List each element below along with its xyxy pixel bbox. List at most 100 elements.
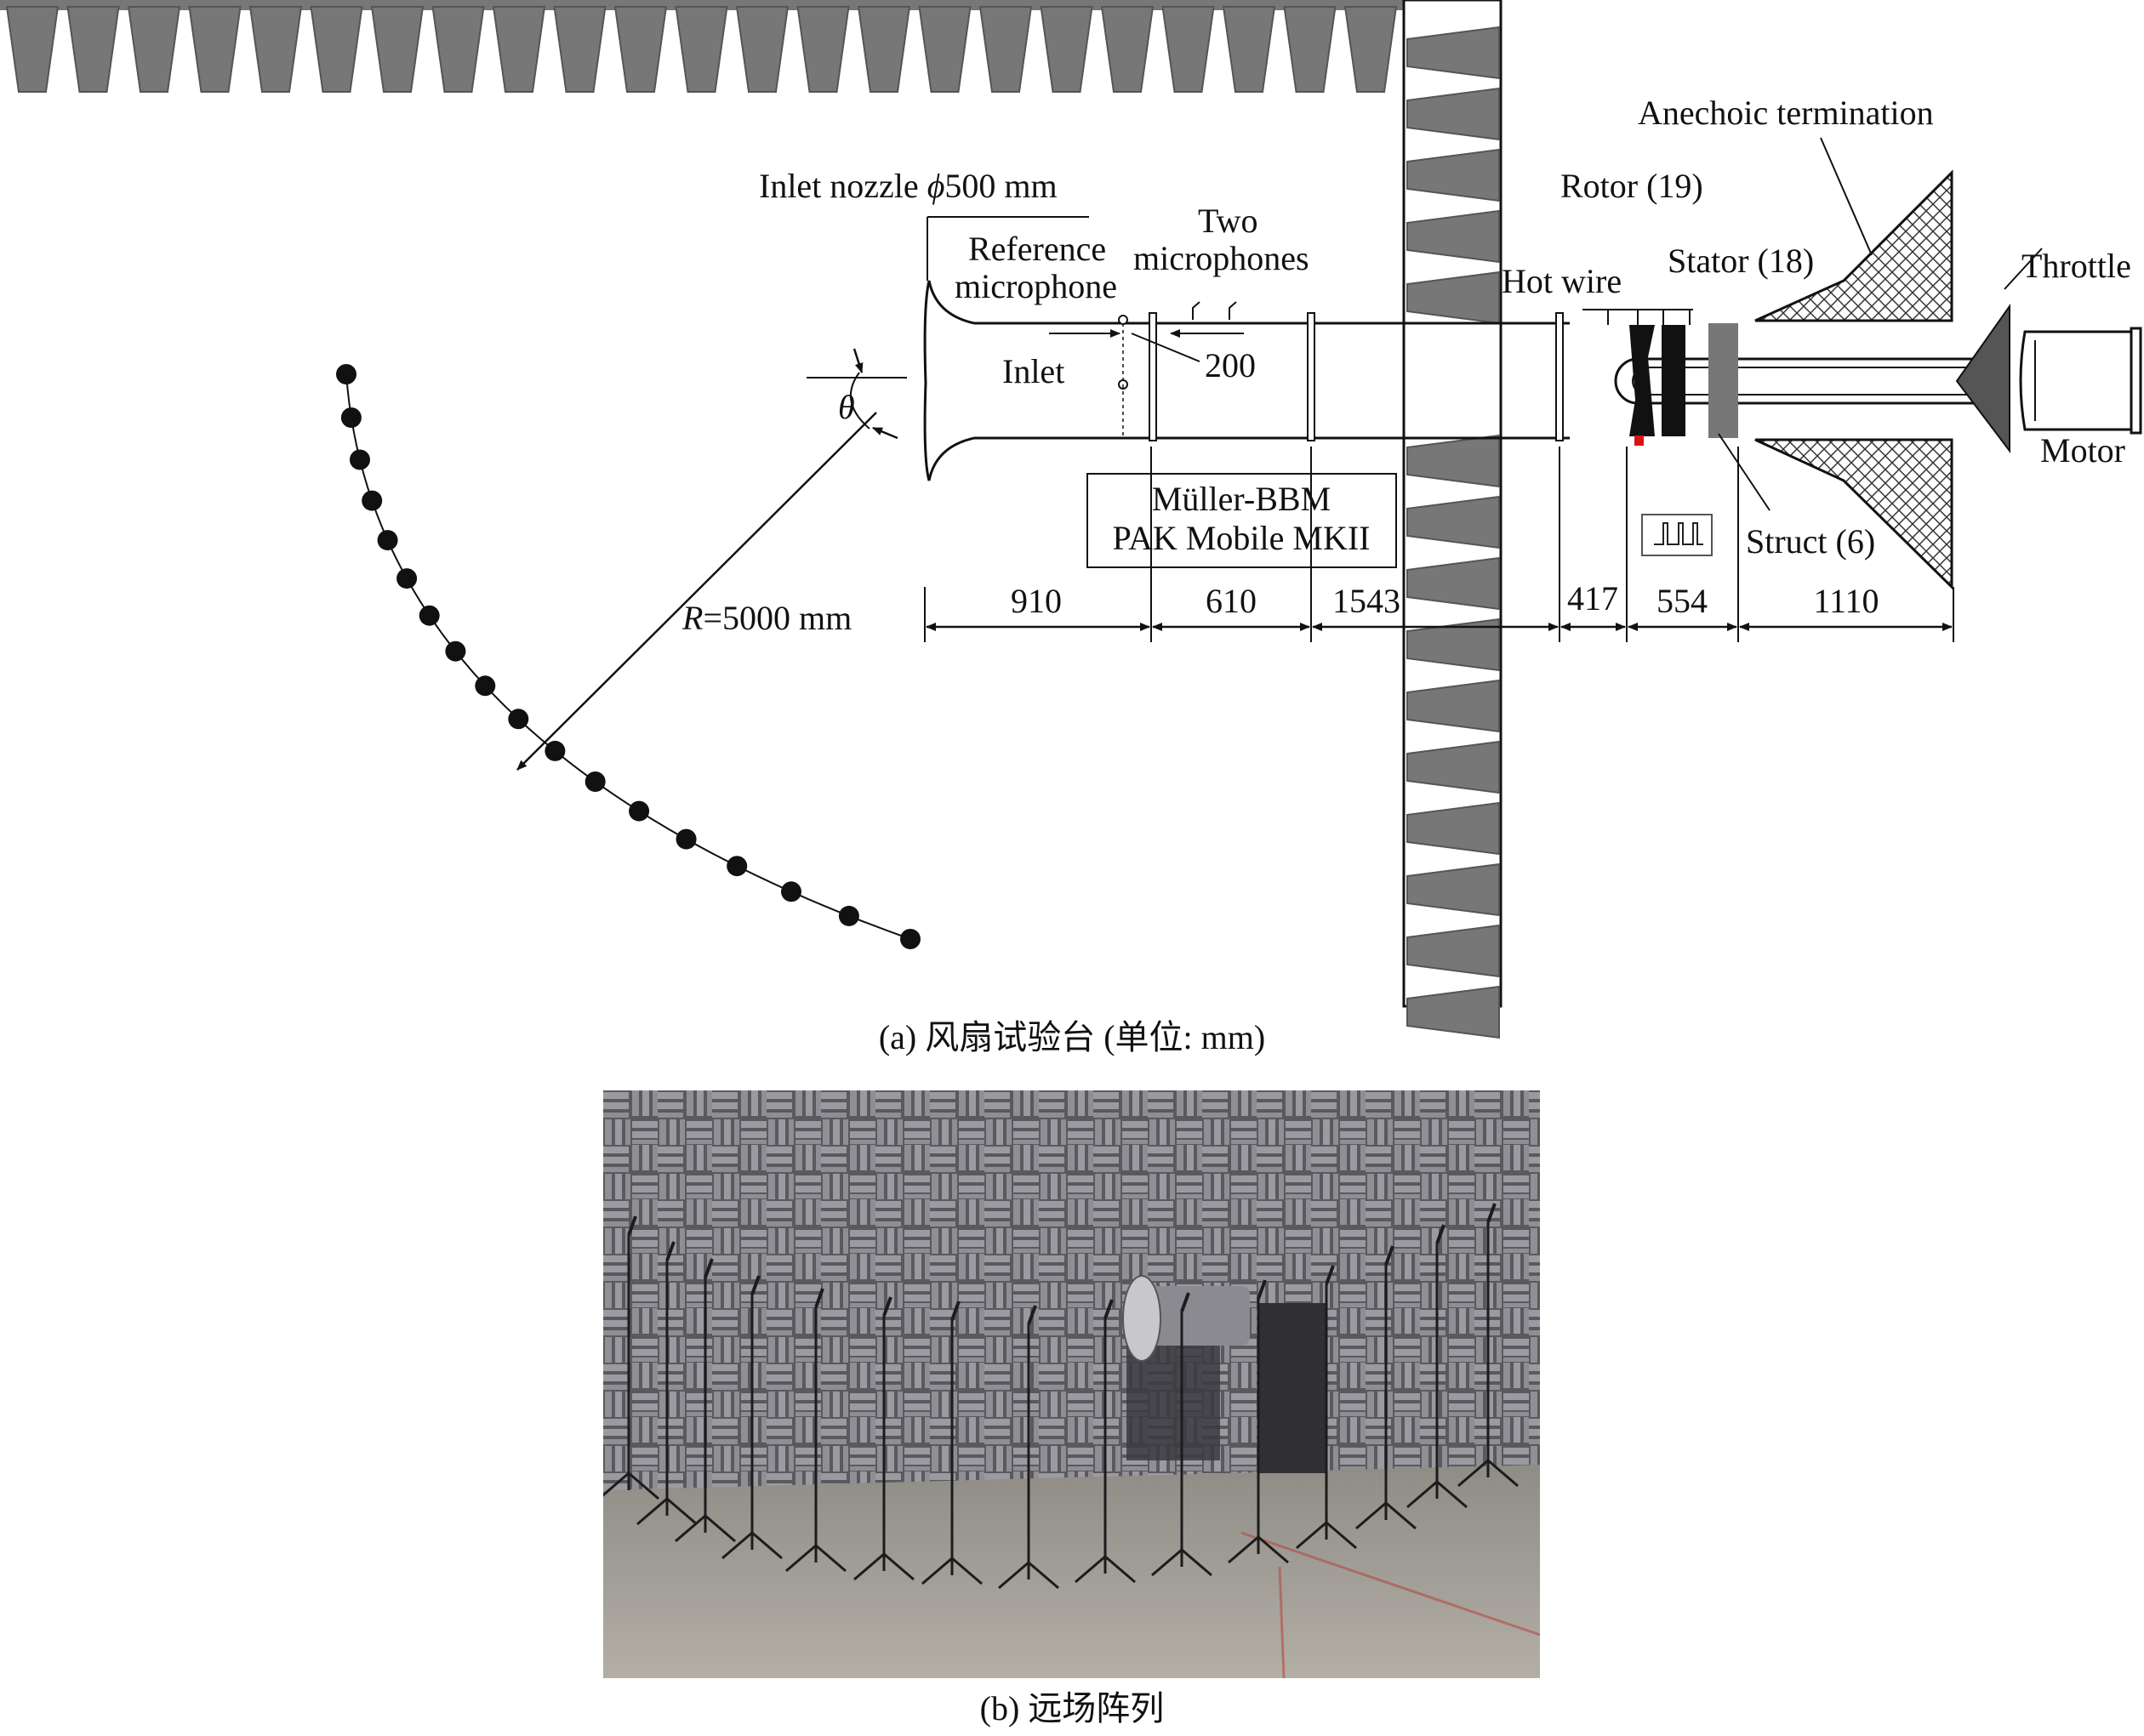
ceiling-wedge <box>796 6 850 93</box>
ceiling-wedge <box>127 6 181 93</box>
mic-stand-leg <box>704 1514 736 1543</box>
wall-wedge <box>1406 209 1500 264</box>
wall-wedge <box>1406 434 1500 488</box>
daq-box <box>1086 473 1397 568</box>
mic-head <box>950 1301 961 1321</box>
mic-head <box>665 1241 676 1261</box>
mic-stand-leg <box>1296 1521 1327 1550</box>
mic-stand-leg <box>666 1497 698 1526</box>
motor-label: Motor <box>2040 431 2125 470</box>
photo-rig-duct <box>1148 1286 1250 1346</box>
far-field-microphone <box>629 800 650 822</box>
wall-wedge <box>1406 87 1500 141</box>
motor-end-cap <box>2130 327 2142 435</box>
stator-label: Stator (18) <box>1668 242 1814 280</box>
spacing-200-label: 200 <box>1205 346 1256 384</box>
mic-stand-leg <box>998 1561 1029 1590</box>
wall-wedge <box>1406 270 1500 325</box>
rotor-label: Rotor (19) <box>1560 167 1703 205</box>
wall-wedge <box>1406 985 1500 1039</box>
ceiling-wedge <box>248 6 303 93</box>
mic-head <box>814 1288 824 1308</box>
hot-wire-probe <box>1634 435 1644 446</box>
hot-wire-signal-box <box>1641 514 1713 556</box>
mic-stand-leg <box>1028 1561 1059 1590</box>
flange-3 <box>1555 312 1564 441</box>
wall-wedge <box>1406 26 1500 80</box>
far-field-microphone <box>727 856 748 877</box>
mic-head <box>1103 1299 1114 1319</box>
flange-2 <box>1307 312 1315 441</box>
ceiling-wedge <box>310 6 363 93</box>
hot-wire-signal-icon <box>1654 522 1703 545</box>
mic-stand-leg <box>628 1471 659 1500</box>
ceiling-wedge <box>492 6 546 93</box>
flange-1 <box>1149 312 1157 441</box>
mic-stand-leg <box>1228 1535 1259 1564</box>
mic-head <box>750 1275 761 1295</box>
hot-wire-label: Hot wire <box>1502 262 1622 300</box>
far-field-microphone <box>350 449 370 470</box>
anechoic-ceiling-wedges <box>0 0 1404 93</box>
ceiling-wedge <box>1222 6 1276 93</box>
hub-centerbody <box>1614 357 1982 405</box>
mic-head <box>882 1296 892 1317</box>
wall-wedge <box>1406 740 1500 794</box>
caption-b: (b) 远场阵列 <box>980 1689 1165 1727</box>
reference-mic-label-1: Reference <box>968 230 1106 268</box>
daq-label-2: PAK Mobile MKII <box>1113 519 1371 557</box>
mic-stand-leg <box>1104 1555 1136 1584</box>
mic-stand-leg <box>951 1557 983 1585</box>
ceiling-wedge <box>1283 6 1337 93</box>
wall-wedge <box>1406 679 1500 733</box>
far-field-microphone <box>781 881 801 902</box>
anechoic-termination-upper <box>1754 169 1953 322</box>
ceiling-wedge <box>1161 6 1215 93</box>
inlet-nozzle-label: Inlet nozzle ϕ500 mm <box>759 167 1058 205</box>
throttle <box>1955 303 2010 453</box>
wall-wedge <box>1406 924 1500 978</box>
two-microphones-3 <box>1229 301 1237 320</box>
far-field-microphone <box>362 490 383 511</box>
anechoic-termination-lower <box>1754 438 1953 590</box>
far-field-microphones <box>336 364 921 949</box>
far-field-microphone <box>584 771 606 792</box>
wall-wedge <box>1406 556 1500 611</box>
wall-wedge <box>1406 801 1500 856</box>
far-field-microphone <box>445 640 466 662</box>
two-microphones-label-1: Two <box>1198 202 1258 240</box>
struct-leader <box>1718 433 1771 511</box>
theta-arc <box>849 372 870 430</box>
mic-head <box>1027 1305 1037 1325</box>
mic-stand-leg <box>1151 1548 1183 1577</box>
ceiling-wedge <box>978 6 1033 93</box>
radius-label: R=5000 mm <box>681 599 852 637</box>
mic-stand-leg <box>1457 1459 1489 1488</box>
ceiling-wedge <box>188 6 242 93</box>
struct <box>1708 323 1738 438</box>
wall-wedge <box>1406 495 1500 549</box>
mic-stand-leg <box>1487 1459 1519 1488</box>
mic-stand-leg <box>815 1544 847 1573</box>
stator-vanes <box>1662 325 1685 436</box>
anechoic-wall-wedges <box>1402 0 1503 1039</box>
mic-stand-leg <box>1326 1521 1357 1550</box>
caption-a: (a) 风扇试验台 (单位: mm) <box>879 1018 1265 1056</box>
ceiling-wedge <box>613 6 668 93</box>
theta-label: θ <box>838 388 855 426</box>
ceiling-wedge <box>918 6 972 93</box>
far-field-microphone <box>900 929 921 949</box>
ceiling-wedge <box>857 6 911 93</box>
mic-head <box>704 1258 714 1278</box>
ceiling-wedge <box>735 6 790 93</box>
mic-head <box>1180 1292 1190 1312</box>
ceiling-wedge <box>1100 6 1155 93</box>
far-field-microphone <box>676 828 697 850</box>
mic-stand-leg <box>603 1471 630 1497</box>
inlet-label: Inlet <box>1002 352 1064 390</box>
mic-stand-leg <box>1181 1548 1212 1577</box>
two-microphones-label-2: microphones <box>1133 239 1309 277</box>
ceiling-wedge <box>431 6 485 93</box>
theta-arrow-bottom <box>872 426 898 440</box>
mic-stand-leg <box>1385 1501 1417 1530</box>
